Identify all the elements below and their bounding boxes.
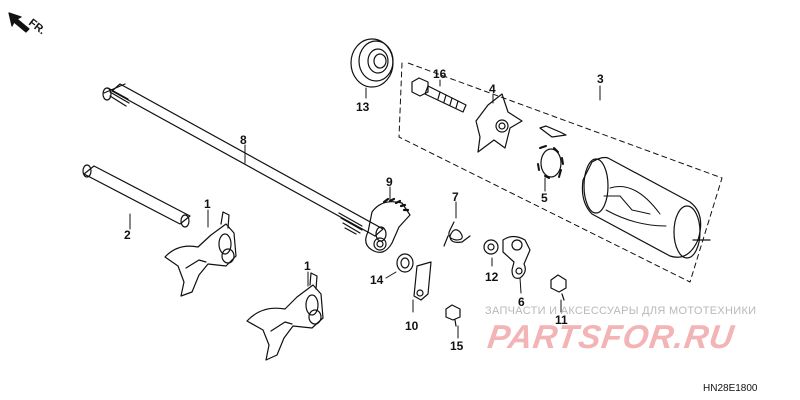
callout-13: 13 (356, 100, 370, 114)
callout-7: 7 (452, 190, 459, 204)
shift-drum (581, 156, 711, 259)
callout-10: 10 (405, 319, 419, 333)
callout-1a: 1 (204, 197, 211, 211)
callout-9: 9 (386, 175, 393, 189)
callout-8: 8 (240, 133, 247, 147)
callout-3: 3 (597, 72, 604, 86)
assembly-outline (398, 62, 723, 283)
return-spring (443, 221, 471, 247)
star-plate (475, 93, 567, 153)
bolt-16 (411, 77, 467, 113)
front-arrow-icon (8, 12, 30, 33)
watermark-caption: ЗАПЧАСТИ И АКСЕССУАРЫ ДЛЯ МОТОТЕХНИКИ (485, 305, 757, 317)
bearing-13 (350, 38, 394, 88)
callout-11: 11 (555, 313, 568, 327)
bolt-15 (445, 304, 461, 327)
leader-lines (129, 79, 601, 339)
shift-fork-right (246, 272, 324, 361)
callout-4: 4 (489, 82, 496, 96)
stopper-arm (502, 235, 531, 279)
washer-14 (396, 253, 414, 273)
diagram-code: HN28E1800 (703, 383, 758, 394)
shift-fork-left (164, 211, 237, 297)
bolt-11 (550, 274, 567, 301)
callout-2: 2 (124, 228, 131, 242)
gearshift-cam (365, 197, 411, 253)
watermark-logo: PARTSFOR.RU (485, 318, 737, 355)
callout-14: 14 (370, 273, 384, 287)
callout-1b: 1 (304, 259, 311, 273)
callout-5: 5 (541, 191, 548, 205)
callout-6: 6 (518, 295, 525, 309)
callout-15: 15 (450, 339, 464, 353)
drum-gear (537, 145, 564, 179)
callout-16: 16 (433, 67, 447, 81)
short-shaft (82, 164, 191, 228)
callout-12: 12 (485, 270, 499, 284)
plate-10 (413, 261, 432, 301)
washer-12 (483, 239, 499, 255)
